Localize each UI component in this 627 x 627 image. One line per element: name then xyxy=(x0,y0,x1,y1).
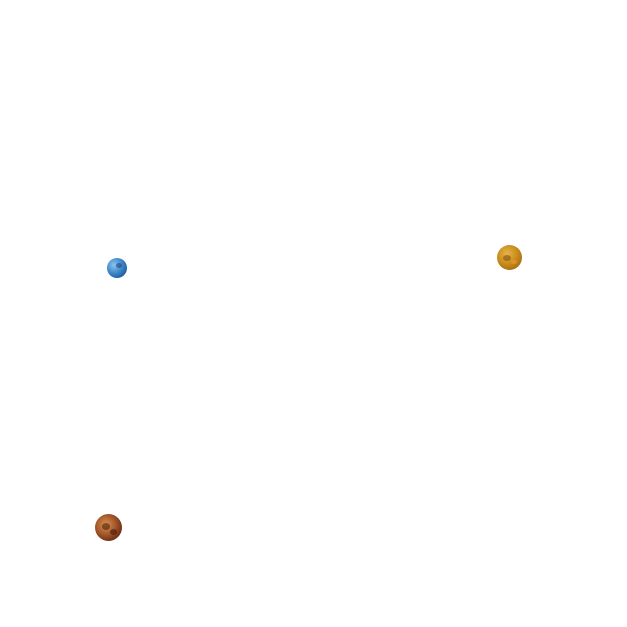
blue-planet[interactable] xyxy=(107,258,127,278)
brown-planet[interactable] xyxy=(95,514,122,541)
crater-mark xyxy=(102,523,110,530)
crater-mark xyxy=(116,263,122,268)
gold-planet[interactable] xyxy=(497,245,522,270)
crater-mark xyxy=(503,255,511,261)
crater-mark xyxy=(110,529,117,535)
crater-mark xyxy=(511,260,517,264)
